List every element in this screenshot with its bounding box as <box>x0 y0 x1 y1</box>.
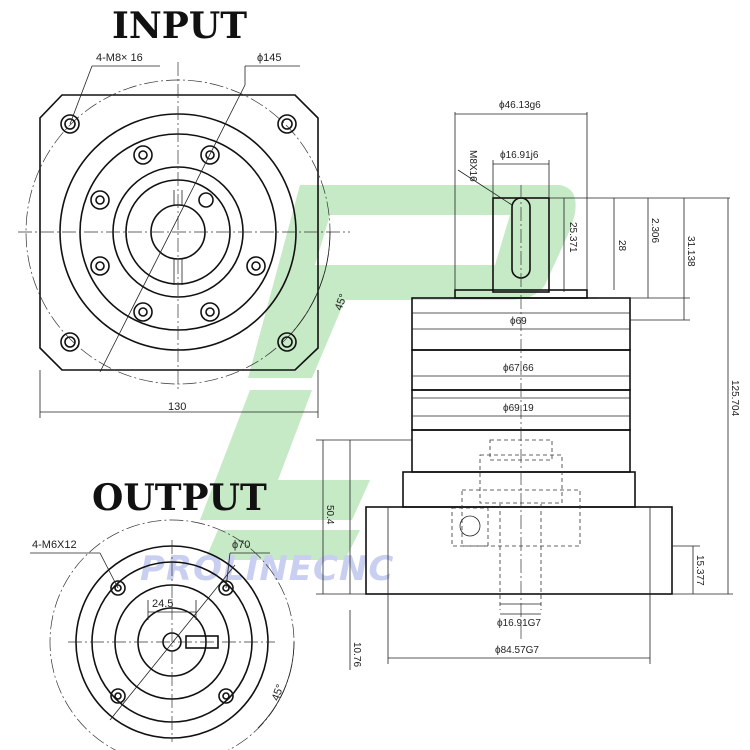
overall-length-label: 125.704 <box>729 380 740 417</box>
shaft-len-b-label: 28 <box>616 240 627 252</box>
tap-label: M8X16 <box>467 150 478 182</box>
output-key-width-label: 24.5 <box>152 598 173 610</box>
dia-2-label: ϕ67.66 <box>503 363 534 374</box>
bore-diameter-label: ϕ16.91G7 <box>497 618 541 629</box>
dia-3-label: ϕ69.19 <box>503 403 534 414</box>
side-view-dimensions <box>316 112 733 670</box>
input-title: INPUT <box>112 5 247 47</box>
input-pcd-label: ϕ145 <box>257 52 282 64</box>
output-angle-label: 45° <box>270 683 287 703</box>
output-flange-view <box>30 519 295 750</box>
shaft-len-c-label: 2.306 <box>649 218 660 243</box>
flange-diameter-label: ϕ84.57G7 <box>495 645 539 656</box>
shaft-len-a-label: 25.371 <box>567 222 578 253</box>
bore-depth-label: 15.377 <box>694 555 705 586</box>
watermark-text: PROLINECNC <box>140 549 394 589</box>
output-bolt-callout: 4-M6X12 <box>32 539 77 551</box>
side-section-view <box>365 185 673 640</box>
input-width-label: 130 <box>168 401 186 413</box>
flange-height-label: 50.4 <box>324 505 335 525</box>
output-title: OUTPUT <box>92 477 267 519</box>
output-pcd-label: ϕ70 <box>232 539 250 551</box>
shaft-len-d-label: 31.138 <box>685 236 696 267</box>
dia-1-label: ϕ69 <box>510 316 527 327</box>
input-angle-label: 45° <box>333 292 350 312</box>
input-flange-view <box>18 62 350 418</box>
shaft-key-od-label: ϕ46.13g6 <box>499 100 541 111</box>
flange-offset-label: 10.76 <box>351 642 362 667</box>
shaft-diameter-label: ϕ16.91j6 <box>500 150 539 161</box>
input-bolt-callout: 4-M8× 16 <box>96 52 143 64</box>
